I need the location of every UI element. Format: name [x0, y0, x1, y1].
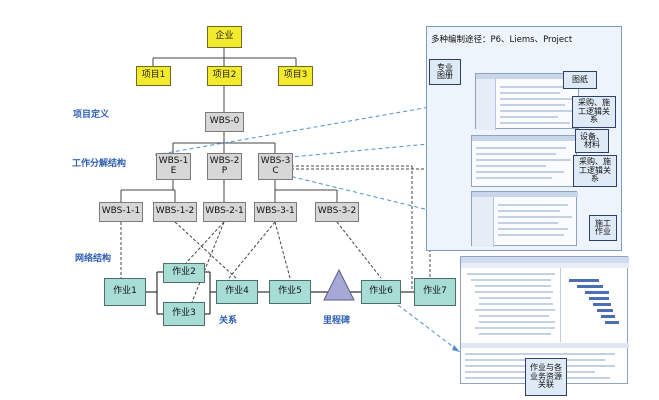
- callout-construction-tasks: 施工 作业: [589, 215, 617, 241]
- tools-panel-title: 多种编制途径：P6、Liems、Project: [431, 35, 573, 45]
- label-wbs-structure: 工作分解结构: [72, 159, 127, 169]
- screenshot-thumbnail-3: [471, 191, 578, 247]
- node-task-7: 作业7: [414, 278, 456, 306]
- label-project-definition: 项目定义: [73, 110, 110, 120]
- node-wbs-1: WBS-1 E: [156, 153, 191, 180]
- callout-procurement-logic-1: 采购、施 工逻辑关 系: [572, 96, 616, 128]
- node-wbs-2-1: WBS-2-1: [203, 202, 246, 222]
- screenshot-thumbnail-1: [475, 73, 580, 130]
- callout-professional-drawings: 专业 图册: [429, 59, 461, 85]
- node-task-2: 作业2: [163, 263, 205, 283]
- node-project2: 项目2: [207, 66, 242, 86]
- node-wbs-2: WBS-2 P: [207, 153, 242, 180]
- node-task-3: 作业3: [163, 302, 205, 326]
- node-task-6: 作业6: [361, 280, 401, 304]
- tools-panel: 多种编制途径：P6、Liems、Project 专业 图册 图纸 采购、施 工逻…: [426, 26, 622, 251]
- callout-drawings: 图纸: [563, 71, 597, 89]
- node-task-5: 作业5: [269, 280, 311, 304]
- node-task-1: 作业1: [104, 278, 146, 306]
- label-milestone: 里程碑: [323, 316, 351, 326]
- node-wbs-3: WBS-3 C: [258, 153, 293, 180]
- callout-equipment-materials: 设备、 材料: [575, 129, 609, 153]
- label-network-structure: 网络结构: [75, 254, 112, 264]
- node-project3: 项目3: [278, 66, 313, 86]
- node-enterprise: 企业: [207, 26, 242, 48]
- label-relation: 关系: [219, 316, 238, 326]
- screenshot-thumbnail-2: [471, 135, 578, 187]
- node-project1: 项目1: [136, 66, 171, 86]
- node-wbs-3-1: WBS-3-1: [254, 202, 297, 222]
- node-wbs-1-2: WBS-1-2: [153, 202, 197, 222]
- node-task-4: 作业4: [216, 280, 258, 304]
- milestone-triangle: [323, 268, 355, 301]
- callout-procurement-logic-2: 采购、施 工逻辑关 系: [573, 155, 617, 187]
- callout-task-resource-link: 作业与各 业务资源 关联: [525, 358, 567, 396]
- node-wbs-3-2: WBS-3-2: [315, 202, 359, 222]
- node-wbs-1-1: WBS-1-1: [99, 202, 143, 222]
- software-screenshot: [460, 256, 629, 384]
- node-wbs-0: WBS-0: [205, 112, 244, 132]
